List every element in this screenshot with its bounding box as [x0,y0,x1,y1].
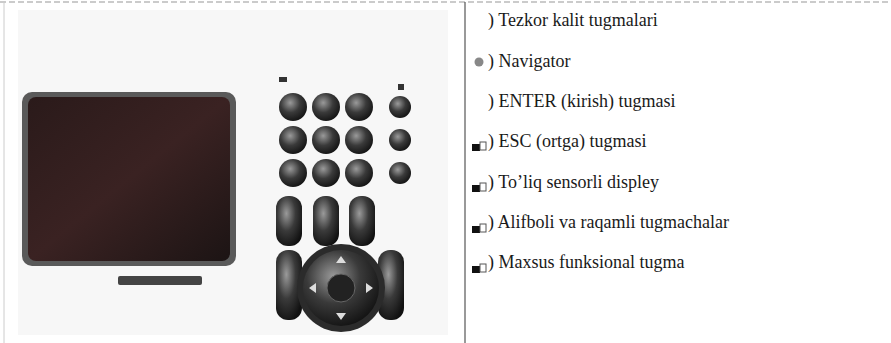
part-label: ) To’liq sensorli displey [488,171,659,193]
part-label: ) ENTER (kirish) tugmasi [488,90,675,112]
part-label: ) Navigator [488,50,570,72]
part-label: ) Tezkor kalit tugmalari [488,9,658,31]
part-label: ) Maxsus funksional tugma [488,251,684,273]
part-label: ) ESC (ortga) tugmasi [488,130,646,152]
part-label: ) Alifboli va raqamli tugmachalar [488,211,729,233]
